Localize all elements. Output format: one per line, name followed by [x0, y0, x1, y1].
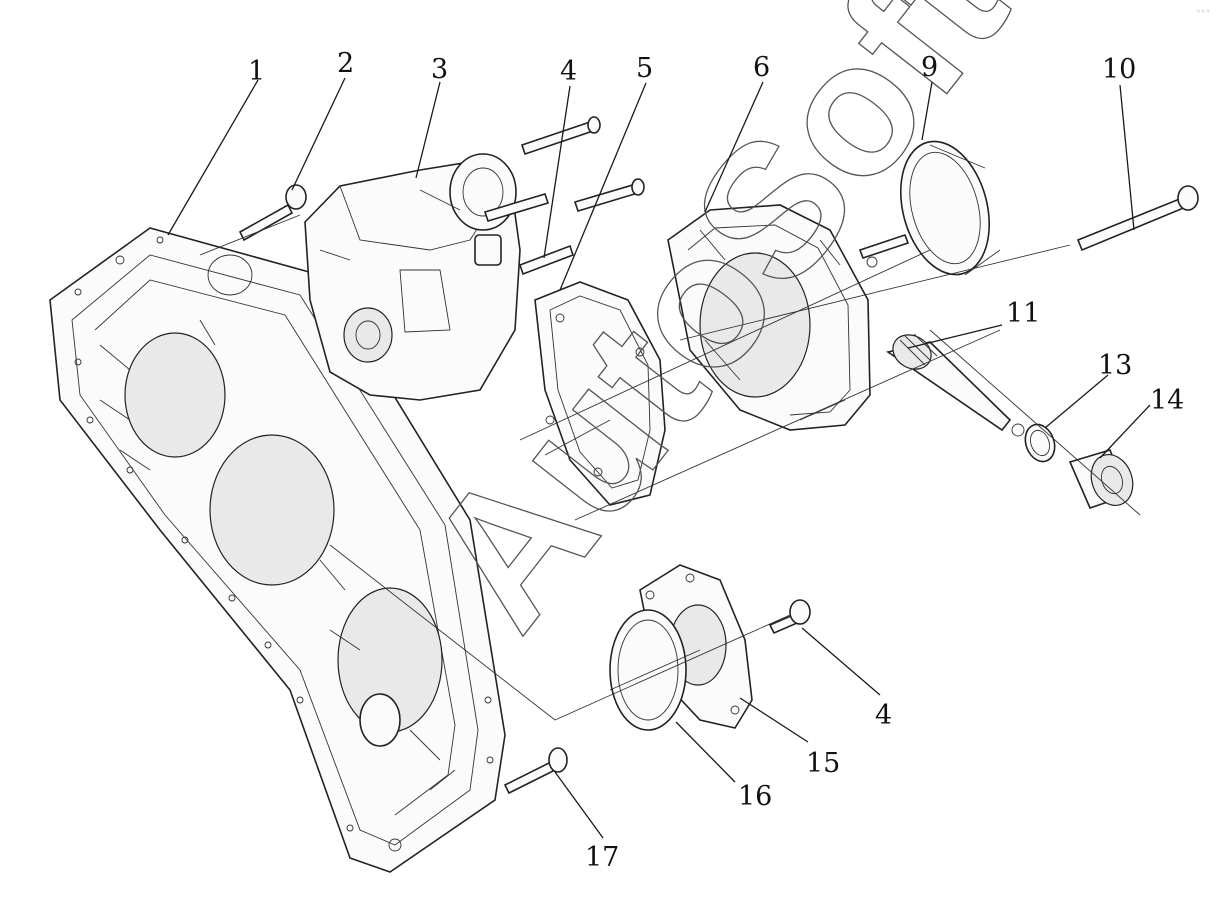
callout-2: 2 [337, 48, 354, 79]
part-10-long-bolt [1076, 185, 1199, 252]
leader-14 [1099, 404, 1151, 459]
part-4-bolts-upper [483, 116, 645, 276]
leader-16 [675, 721, 736, 783]
part-3-pump-assembly [304, 153, 521, 401]
leader-13 [1044, 374, 1109, 429]
part-14-fitting [1068, 449, 1134, 509]
callout-9: 9 [921, 52, 938, 83]
part-4-bolt-lower [768, 599, 811, 635]
callout-5: 5 [636, 53, 653, 84]
part-6-adapter-housing [667, 204, 871, 431]
callout-1: 1 [248, 56, 265, 87]
callout-6: 6 [753, 52, 770, 83]
part-1-housing-cover [49, 227, 506, 873]
part-16-gasket-ring [609, 609, 687, 731]
part-2-bolt [238, 184, 307, 242]
leader-11 [907, 324, 1003, 349]
part-11-gear-shaft [858, 233, 1025, 437]
leader-17 [554, 771, 604, 839]
axis-lines [199, 214, 1141, 721]
callout-4-lower: 4 [875, 700, 892, 731]
leader-9 [921, 81, 933, 141]
leader-10 [1119, 84, 1135, 231]
callout-13: 13 [1098, 350, 1132, 381]
callout-11: 11 [1006, 298, 1040, 329]
callout-4-upper: 4 [560, 56, 577, 87]
corner-mark: ◦◦◦ [1196, 7, 1210, 16]
part-17-bolt [503, 747, 568, 795]
callout-3: 3 [431, 54, 448, 85]
callout-15: 15 [806, 748, 840, 779]
leader-4b [801, 627, 881, 696]
callout-labels: 1 2 3 4 5 6 9 10 11 13 14 4 15 16 17 [248, 48, 1184, 873]
leader-4a [543, 85, 571, 259]
leader-3 [415, 81, 441, 179]
callout-14: 14 [1150, 385, 1184, 416]
leader-6 [704, 81, 764, 213]
leader-lines [167, 77, 1151, 839]
callout-16: 16 [738, 781, 772, 812]
part-9-seal-ring [899, 140, 1001, 276]
leader-15 [739, 697, 809, 743]
part-5-gasket [534, 281, 666, 506]
callout-10: 10 [1102, 54, 1136, 85]
leader-2 [291, 77, 346, 191]
leader-5 [559, 82, 647, 291]
leader-1 [167, 79, 259, 236]
callout-17: 17 [585, 842, 619, 873]
